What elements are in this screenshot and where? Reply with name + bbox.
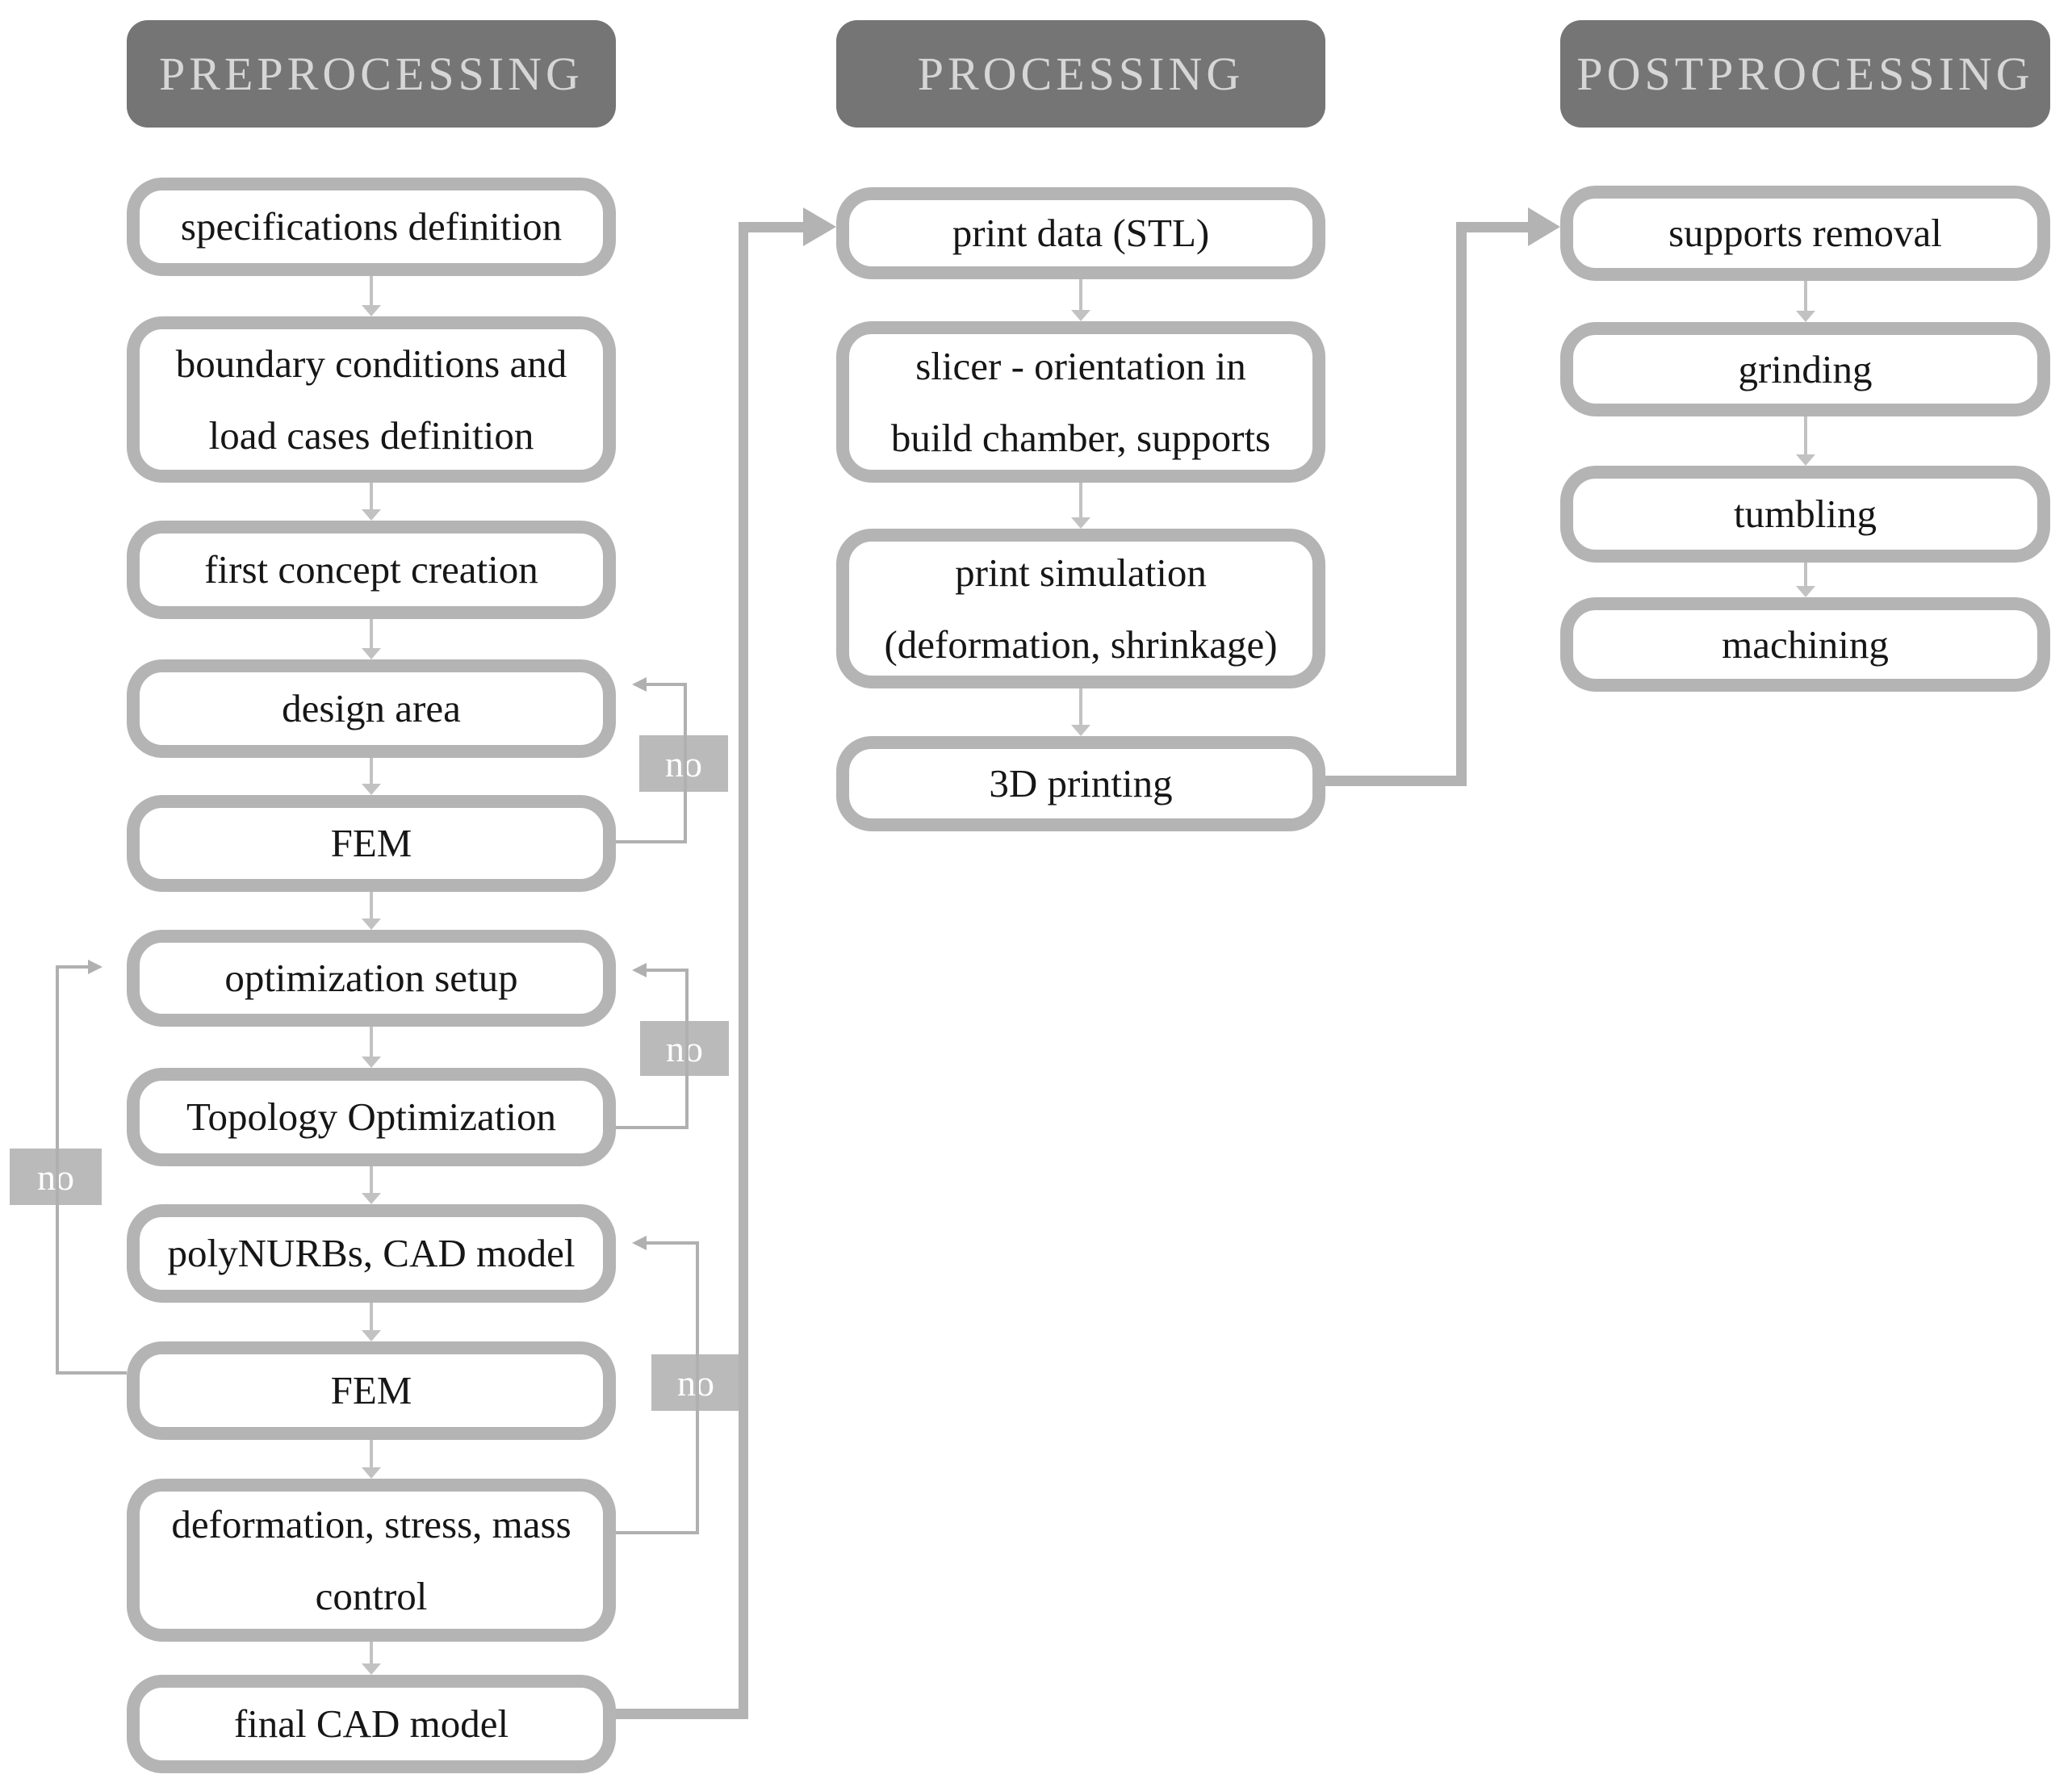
loop-line — [56, 965, 88, 969]
node-design-area: design area — [127, 659, 616, 758]
connector-line — [739, 222, 748, 1719]
arrow-down-icon — [362, 1467, 381, 1479]
connector-line — [739, 222, 805, 232]
node-printing-3d: 3D printing — [836, 736, 1325, 831]
arrow-right-icon — [88, 960, 103, 974]
loop-line — [647, 1241, 699, 1245]
column-header-preprocessing: PREPROCESSING — [127, 20, 616, 128]
arrow-down-icon — [362, 1663, 381, 1675]
node-final-cad-model: final CAD model — [127, 1675, 616, 1773]
loop-line — [647, 969, 689, 972]
flow-line — [1079, 688, 1082, 726]
node-boundary-conditions: boundary conditions and load cases defin… — [127, 316, 616, 483]
node-tumbling: tumbling — [1560, 466, 2050, 563]
flow-line — [1803, 563, 1807, 588]
arrow-down-icon — [362, 1193, 381, 1204]
node-fem-1: FEM — [127, 795, 616, 892]
arrow-down-icon — [362, 509, 381, 521]
node-print-data-stl: print data (STL) — [836, 187, 1325, 279]
node-print-simulation: print simulation (deformation, shrinkage… — [836, 529, 1325, 688]
arrow-down-icon — [362, 919, 381, 930]
arrow-left-icon — [632, 963, 647, 977]
loop-line — [616, 1531, 699, 1534]
loop-line — [56, 1371, 127, 1375]
column-header-processing: PROCESSING — [836, 20, 1325, 128]
loop-line — [696, 1241, 699, 1534]
arrow-down-icon — [1071, 310, 1090, 321]
arrow-down-icon — [362, 648, 381, 659]
node-slicer-orientation: slicer - orientation in build chamber, s… — [836, 321, 1325, 483]
node-optimization-setup: optimization setup — [127, 930, 616, 1027]
arrow-down-icon — [362, 784, 381, 795]
connector-line — [1456, 222, 1529, 232]
arrow-down-icon — [1071, 517, 1090, 529]
loop-line — [684, 683, 687, 843]
node-deformation-stress-mass-control: deformation, stress, mass control — [127, 1479, 616, 1642]
flow-line — [1079, 483, 1082, 519]
arrow-left-icon — [632, 1236, 647, 1250]
flow-line — [370, 1642, 373, 1665]
connector-line — [616, 1709, 748, 1719]
connector-arrow-icon — [1528, 207, 1560, 246]
flow-line — [370, 892, 373, 920]
loop-line — [647, 683, 687, 686]
arrow-down-icon — [362, 305, 381, 316]
flow-line — [370, 758, 373, 785]
node-first-concept-creation: first concept creation — [127, 521, 616, 619]
flow-line — [370, 1303, 373, 1332]
node-topology-optimization: Topology Optimization — [127, 1068, 616, 1166]
flow-line — [1079, 279, 1082, 312]
column-header-postprocessing: POSTPROCESSING — [1560, 20, 2050, 128]
node-supports-removal: supports removal — [1560, 186, 2050, 281]
loop-line — [616, 840, 687, 843]
node-grinding: grinding — [1560, 322, 2050, 416]
arrow-down-icon — [1071, 725, 1090, 736]
node-polynurbs-cad-model: polyNURBs, CAD model — [127, 1204, 616, 1303]
node-specifications-definition: specifications definition — [127, 178, 616, 276]
flow-line — [370, 1440, 373, 1469]
flow-line — [370, 276, 373, 307]
flow-line — [370, 1166, 373, 1195]
connector-line — [1456, 222, 1467, 786]
node-machining: machining — [1560, 597, 2050, 692]
arrow-down-icon — [362, 1330, 381, 1341]
arrow-down-icon — [1795, 586, 1815, 597]
loop-line — [685, 969, 689, 1129]
arrow-down-icon — [1795, 454, 1815, 466]
flow-line — [370, 483, 373, 511]
connector-line — [1325, 776, 1467, 786]
arrow-down-icon — [362, 1057, 381, 1068]
flow-line — [370, 619, 373, 650]
flow-line — [1803, 416, 1807, 456]
flow-line — [1803, 281, 1807, 312]
node-fem-2: FEM — [127, 1341, 616, 1440]
arrow-down-icon — [1795, 311, 1815, 322]
flow-line — [370, 1027, 373, 1058]
arrow-left-icon — [632, 677, 647, 692]
loop-line — [56, 965, 59, 1375]
connector-arrow-icon — [803, 207, 836, 246]
loop-line — [616, 1126, 689, 1129]
no-badge: no — [640, 1021, 729, 1076]
